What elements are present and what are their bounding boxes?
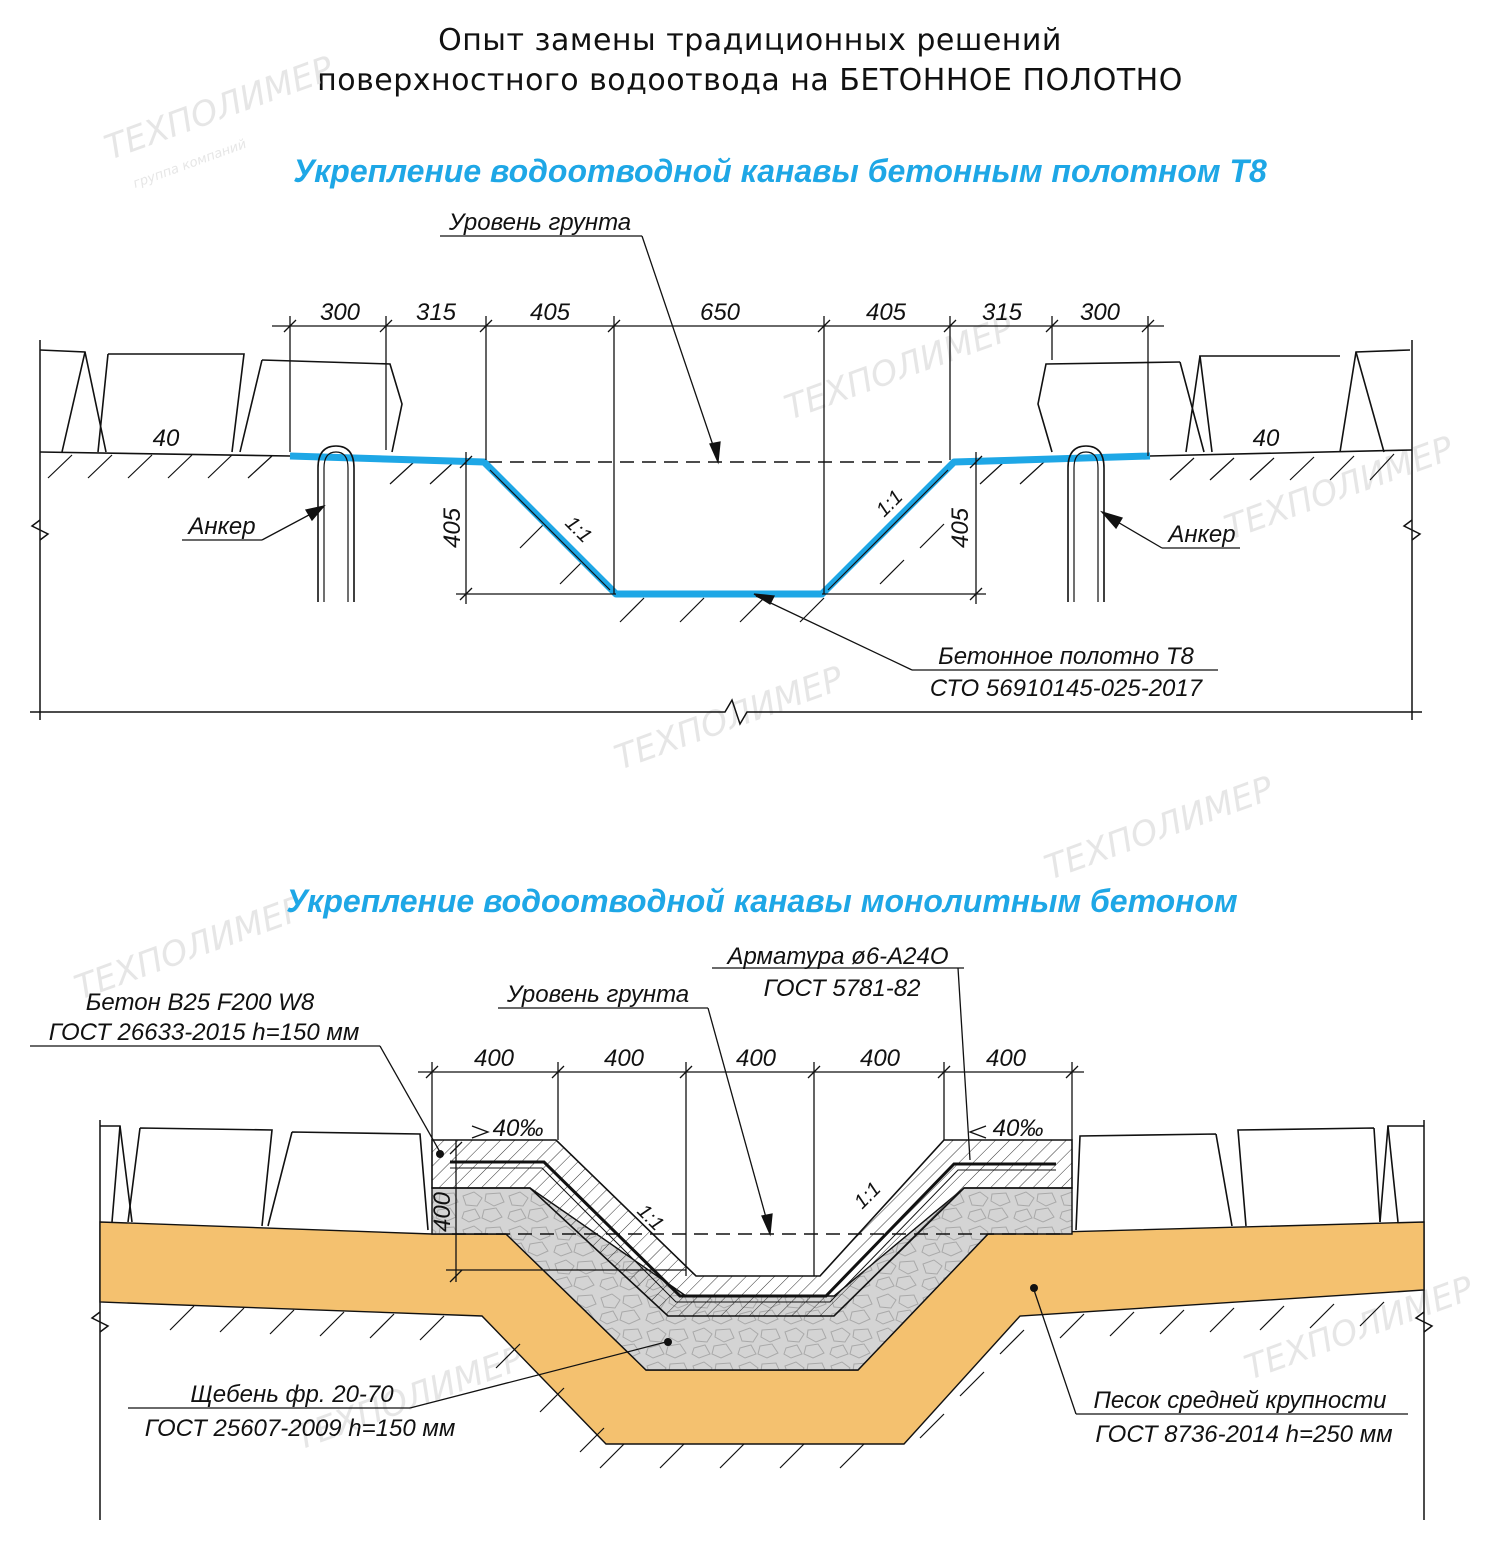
section1-anchor-left-inner bbox=[323, 451, 349, 602]
section1-depth-left: 405 bbox=[439, 507, 466, 548]
section2-depth-dim bbox=[446, 1140, 686, 1283]
section2-dim-1: 400 bbox=[474, 1045, 515, 1072]
section1-ground-level-leader bbox=[440, 235, 721, 465]
section2-frame bbox=[90, 1120, 1434, 1520]
section2-rebar-line-2: ГОСТ 5781-82 bbox=[764, 975, 921, 1002]
section2-gravel-dot bbox=[664, 1338, 672, 1346]
section1-dim-3: 405 bbox=[530, 299, 571, 326]
section1-paving-right bbox=[1037, 349, 1411, 453]
watermark-brand: ТЕХПОЛИМЕР bbox=[1039, 769, 1279, 889]
section1-dim-7: 300 bbox=[1080, 299, 1121, 326]
section2-gravel-line-2: ГОСТ 25607-2009 h=150 мм bbox=[145, 1415, 456, 1442]
section1-dim-5: 405 bbox=[866, 299, 907, 326]
section2-ground-hatch bbox=[169, 1301, 1385, 1469]
section2-rebar-line-1: Арматура ø6-А24О bbox=[725, 943, 948, 970]
section2-ground-level-leader bbox=[498, 1007, 773, 1237]
section2-dim-chain bbox=[418, 1062, 1084, 1276]
section2-ground-level-label: Уровень грунта bbox=[506, 981, 689, 1008]
section1-depth-dims bbox=[456, 452, 986, 604]
section2-slope-pct-right: 40‰ bbox=[993, 1115, 1044, 1142]
section2-dim-4: 400 bbox=[860, 1045, 901, 1072]
section1-dim-6: 315 bbox=[982, 299, 1023, 326]
section1-ground-level-label: Уровень грунта bbox=[448, 209, 631, 236]
section2-rebar bbox=[450, 1160, 1056, 1298]
section1-ground-line bbox=[39, 449, 1413, 457]
section1-dim-4: 650 bbox=[700, 299, 741, 326]
section1-thickness-left: 40 bbox=[153, 425, 180, 452]
section1-anchor-right-label: Анкер bbox=[1166, 521, 1235, 548]
section2-concrete-line-2: ГОСТ 26633-2015 h=150 мм bbox=[49, 1019, 360, 1046]
section1-frame bbox=[30, 340, 1422, 726]
section2-paving-right bbox=[1075, 1125, 1424, 1231]
section1-material-leader bbox=[753, 593, 1218, 671]
section1-dim-2: 315 bbox=[416, 299, 457, 326]
section2-dim-5: 400 bbox=[986, 1045, 1027, 1072]
section2-depth: 400 bbox=[429, 1191, 456, 1232]
section2-concrete-line-1: Бетон В25 F200 W8 bbox=[86, 989, 315, 1016]
section2-slope-pct-marks bbox=[471, 1125, 987, 1139]
section2-rebar-2 bbox=[450, 1167, 1056, 1303]
section1-anchor-right bbox=[1067, 445, 1105, 602]
section1-paving-left bbox=[39, 349, 403, 453]
section2-sand-dot bbox=[1030, 1284, 1038, 1292]
section1-cloth-edge bbox=[489, 469, 949, 591]
section2-sand-line-1: Песок средней крупности bbox=[1093, 1387, 1386, 1414]
section2-concrete-layer bbox=[431, 1139, 1073, 1317]
section1-anchor-left bbox=[317, 445, 355, 602]
watermark-brand: ТЕХПОЛИМЕР bbox=[609, 659, 849, 779]
section2-sand-line-2: ГОСТ 8736-2014 h=250 мм bbox=[1095, 1421, 1392, 1448]
section1-anchor-right-inner bbox=[1073, 451, 1099, 602]
section2-dim-2: 400 bbox=[604, 1045, 645, 1072]
section2-gravel-leader bbox=[128, 1341, 667, 1409]
section2-rebar-leader bbox=[712, 967, 971, 1161]
page-title-line-2: поверхностного водоотвода на БЕТОННОЕ ПО… bbox=[317, 63, 1183, 98]
section1-dim-chain bbox=[272, 316, 1164, 594]
section1-depth-right: 405 bbox=[947, 507, 974, 548]
section1-anchor-leaders bbox=[182, 504, 1240, 549]
section1-material-line-1: Бетонное полотно Т8 bbox=[938, 643, 1194, 670]
page-title-line-1: Опыт замены традиционных решений bbox=[438, 23, 1062, 58]
section2-dim-3: 400 bbox=[736, 1045, 777, 1072]
section1-anchor-left-label: Анкер bbox=[186, 513, 255, 540]
section2-heading: Укрепление водоотводной канавы монолитны… bbox=[286, 883, 1238, 919]
section1-heading: Укрепление водоотводной канавы бетонным … bbox=[293, 153, 1267, 189]
section1-thickness-right: 40 bbox=[1253, 425, 1280, 452]
section1-material-line-2: СТО 56910145-025-2017 bbox=[930, 675, 1204, 702]
section1-ground-hatch bbox=[47, 453, 1395, 623]
section2-paving-left bbox=[100, 1125, 429, 1231]
section2-slope-pct-left: 40‰ bbox=[493, 1115, 544, 1142]
section2-gravel-line-1: Щебень фр. 20-70 bbox=[190, 1381, 394, 1408]
section2-slope-right: 1:1 bbox=[850, 1178, 885, 1213]
section2-concrete-leader bbox=[30, 1045, 441, 1153]
section1-dim-1: 300 bbox=[320, 299, 361, 326]
section2-concrete-dot bbox=[436, 1150, 444, 1158]
section1-concrete-cloth bbox=[289, 452, 1151, 598]
section2-sand-leader bbox=[1033, 1289, 1408, 1415]
